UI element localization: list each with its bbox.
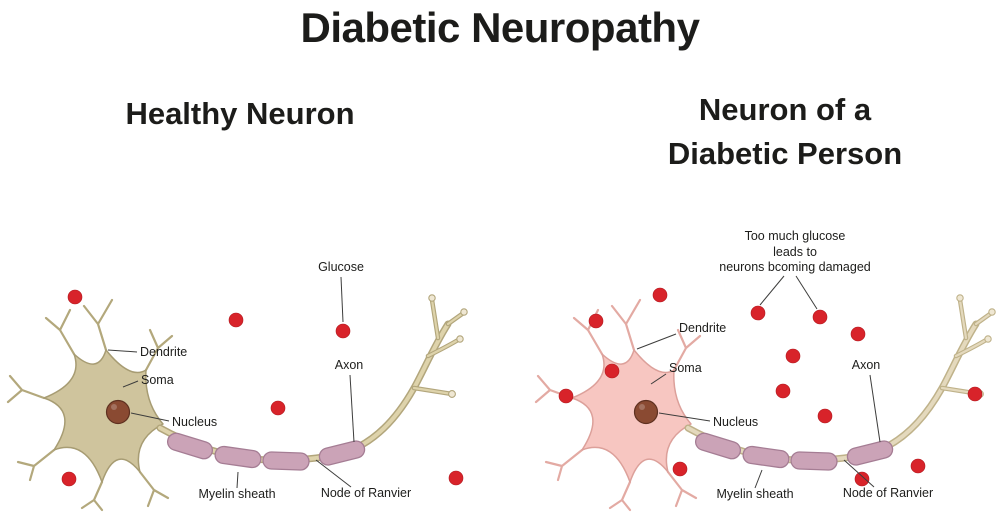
- page-title: Diabetic Neuropathy: [300, 4, 700, 51]
- label-axon: Axon: [852, 358, 881, 372]
- caption-too-much-glucose-line1: Too much glucose: [745, 229, 846, 243]
- glucose-dot: [448, 470, 464, 486]
- label-node-of-ranvier: Node of Ranvier: [843, 486, 933, 500]
- label-nucleus: Nucleus: [713, 415, 758, 429]
- glucose-dot: [750, 305, 766, 321]
- label-myelin-sheath: Myelin sheath: [198, 487, 275, 501]
- heading-diabetic-neuron: Neuron of a Diabetic Person: [615, 88, 955, 176]
- glucose-dot: [785, 348, 801, 364]
- label-node-of-ranvier: Node of Ranvier: [321, 486, 411, 500]
- glucose-dot: [850, 326, 866, 342]
- label-glucose: Glucose: [318, 260, 364, 274]
- heading-diabetic-line1: Neuron of a: [698, 92, 872, 127]
- leader-line-caption-dot1: [759, 275, 785, 306]
- glucose-dot: [672, 461, 688, 477]
- leader-lines-diabetic: [636, 275, 881, 489]
- glucose-dot: [910, 458, 926, 474]
- leader-line-myelin: [754, 469, 763, 489]
- leader-line-nucleus: [658, 412, 711, 422]
- label-nucleus: Nucleus: [172, 415, 217, 429]
- label-soma: Soma: [141, 373, 174, 387]
- label-dendrite: Dendrite: [140, 345, 187, 359]
- labels-diabetic: Too much glucose leads to neurons bcomin…: [669, 229, 933, 501]
- label-axon: Axon: [335, 358, 364, 372]
- leader-line-axon: [869, 374, 881, 443]
- glucose-dot: [817, 408, 833, 424]
- leader-line-dendrite: [107, 349, 138, 353]
- glucose-dot: [270, 400, 286, 416]
- leader-line-glucose: [340, 276, 344, 323]
- leader-lines-healthy: [107, 276, 355, 489]
- label-myelin-sheath: Myelin sheath: [716, 487, 793, 501]
- leader-line-dendrite: [636, 333, 677, 350]
- diabetic-neuron: [536, 295, 995, 510]
- heading-diabetic-line2: Diabetic Person: [667, 136, 903, 172]
- glucose-dot: [61, 471, 77, 487]
- caption-too-much-glucose-line3: neurons bcoming damaged: [719, 260, 871, 274]
- glucose-dots-diabetic: [558, 287, 983, 487]
- glucose-dot: [967, 386, 983, 402]
- leader-line-soma: [122, 380, 139, 388]
- leader-line-caption-dot2: [795, 275, 818, 310]
- glucose-dot: [604, 363, 620, 379]
- caption-too-much-glucose-line2: leads to: [773, 245, 817, 259]
- leader-line-node: [843, 459, 875, 488]
- label-soma: Soma: [669, 361, 702, 375]
- glucose-dot: [812, 309, 828, 325]
- leader-line-node: [315, 459, 352, 488]
- glucose-dot: [854, 471, 870, 487]
- label-dendrite: Dendrite: [679, 321, 726, 335]
- labels-healthy: Glucose Dendrite Soma Nucleus Axon Myeli…: [140, 260, 411, 501]
- glucose-dot: [775, 383, 791, 399]
- leader-line-axon: [349, 374, 355, 443]
- leader-line-soma: [650, 373, 667, 385]
- leader-line-myelin: [236, 471, 239, 489]
- glucose-dot: [588, 313, 604, 329]
- glucose-dot: [228, 312, 244, 328]
- glucose-dot: [652, 287, 668, 303]
- heading-healthy-neuron: Healthy Neuron: [125, 96, 355, 131]
- glucose-dots-healthy: [61, 289, 464, 487]
- glucose-dot: [335, 323, 351, 339]
- glucose-dot: [558, 388, 574, 404]
- leader-line-nucleus: [130, 412, 170, 422]
- glucose-dot: [67, 289, 83, 305]
